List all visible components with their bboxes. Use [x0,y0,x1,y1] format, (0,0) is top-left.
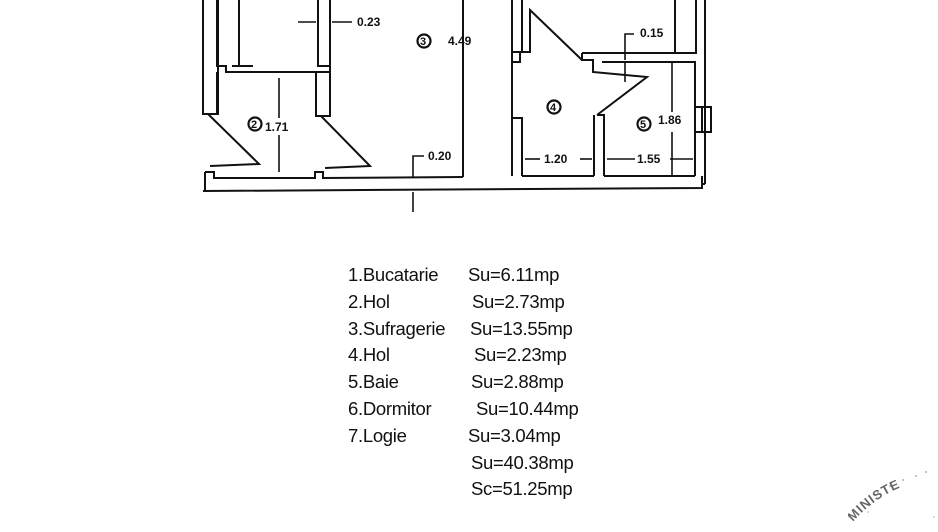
room-area: Su=2.23mp [474,344,567,366]
room-name: 7.Logie [348,424,407,446]
dimension-label: 4.49 [448,34,472,48]
dimension-label: 1.20 [544,152,568,166]
official-stamp: MINISTE [844,462,938,527]
total-built-area: Sc=51.25mp [471,478,573,500]
dimension-label: 0.20 [428,149,452,163]
room-name: 3.Sufragerie [348,317,446,339]
room-area: Su=2.73mp [472,290,565,312]
room-name: 4.Hol [348,344,390,366]
room-area: Su=10.44mp [476,397,579,419]
room-name: 2.Hol [348,290,390,312]
floor-plan: 0.23 4.49 1.71 0.20 0.15 1.86 1.20 1.55 … [0,0,938,230]
room-marker-4: 4 [546,99,562,115]
total-useful-area: Su=40.38mp [471,451,574,473]
room-name: 1.Bucatarie [348,264,439,285]
room-marker-5: 5 [636,116,652,132]
room-name: 6.Dormitor [348,397,432,419]
svg-text:3: 3 [420,36,426,48]
stamp-text: MINISTE [844,476,901,524]
room-area: Su=3.04mp [468,424,561,446]
sufragerie-walls [511,0,523,176]
dimension-lines [278,0,693,212]
dimension-label: 1.71 [265,120,289,134]
svg-text:5: 5 [640,119,646,131]
room-marker-2: 2 [247,116,263,132]
svg-text:4: 4 [550,102,557,114]
svg-text:MINISTE: MINISTE [848,476,902,524]
dimension-label: 0.15 [640,26,664,40]
room-marker-3: 3 [416,33,432,49]
hol-2-walls [207,0,373,169]
svg-text:2: 2 [251,119,257,131]
dimension-label: 0.23 [357,15,381,29]
room-name: 5.Baie [348,371,399,393]
room-area: Su=2.88mp [471,371,564,393]
dimension-label: 1.86 [658,113,682,127]
floor-plan-drawing: 0.23 4.49 1.71 0.20 0.15 1.86 1.20 1.55 … [202,0,712,212]
dimension-label: 1.55 [637,152,661,166]
room-area: Su=13.55mp [470,317,573,339]
room-area: Su=6.11mp [468,264,560,285]
hol-4-baie-5-walls [521,0,712,177]
